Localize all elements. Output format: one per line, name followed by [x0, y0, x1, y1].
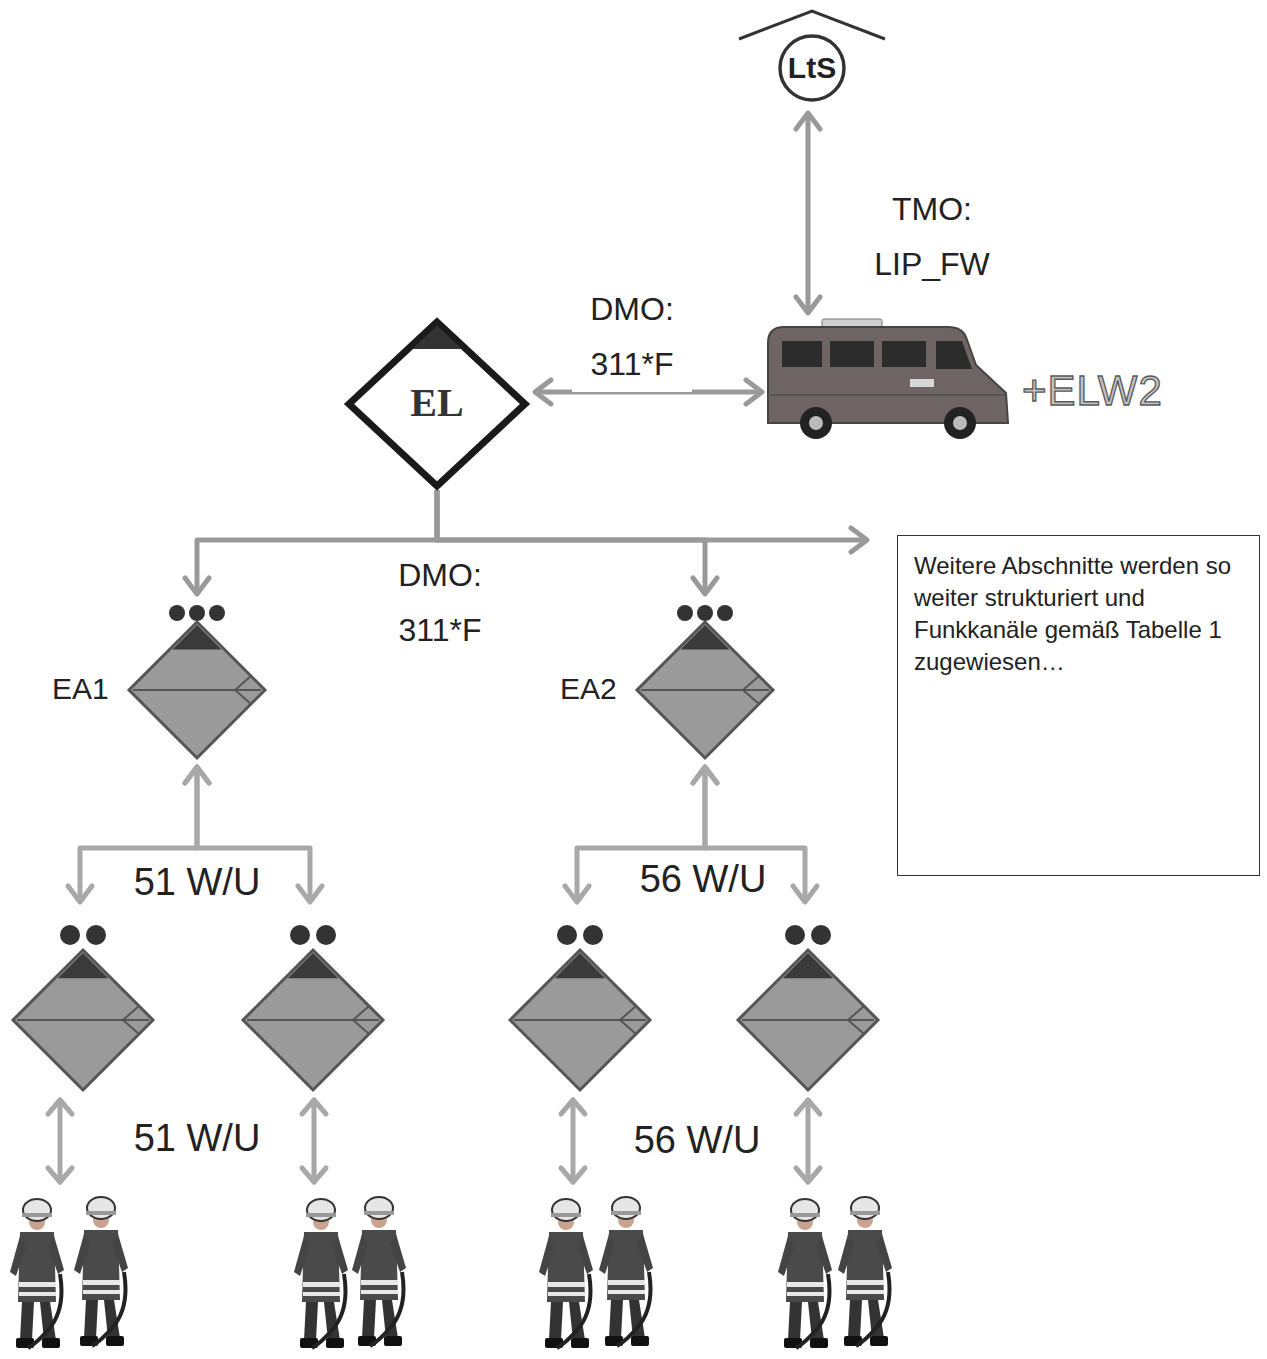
arrowhead [565, 886, 589, 902]
arrowhead [796, 113, 820, 129]
note-text: Weitere Abschnitte werden so weiter stru… [914, 550, 1243, 678]
node-label: EL [343, 380, 531, 426]
connector [437, 490, 867, 552]
squad-diamond [505, 920, 655, 1092]
control-center-circle: LtS [737, 5, 887, 105]
channel-label: 56 W/U [622, 1118, 772, 1162]
edge-label: DMO: 311*F [380, 548, 500, 658]
squad-diamond [733, 920, 883, 1092]
section-diamond: EA1 [50, 600, 270, 765]
node-label: +ELW2 [1022, 367, 1220, 415]
arrowhead [796, 297, 820, 313]
firefighter-figures [10, 1197, 892, 1348]
arrowhead [793, 886, 817, 902]
command-diamond: EL [343, 316, 531, 492]
connector [796, 113, 820, 313]
arrowhead [535, 380, 551, 404]
arrowhead [693, 767, 717, 783]
link-arrows [48, 1100, 820, 1182]
command-vehicle: +ELW2 [760, 315, 1222, 445]
arrowhead [185, 578, 209, 594]
node-label: LtS [737, 51, 887, 85]
edge-label: DMO: 311*F [572, 282, 692, 392]
channel-label: 51 W/U [122, 1116, 272, 1160]
arrowhead [851, 528, 867, 552]
arrowhead [185, 767, 209, 783]
node-label: EA1 [52, 672, 128, 706]
connector-line [437, 490, 867, 540]
connector-line [806, 113, 811, 313]
node-label: EA2 [560, 672, 636, 706]
squad-diamond-shape [505, 920, 655, 1092]
note-box: Weitere Abschnitte werden so weiter stru… [897, 535, 1260, 876]
arrowhead [68, 886, 92, 902]
squad-diamond-shape [8, 920, 158, 1092]
arrowhead [693, 578, 717, 594]
edge-label: TMO: LIP_FW [857, 182, 1007, 292]
squad-diamond-shape [733, 920, 883, 1092]
section-diamond: EA2 [558, 600, 778, 765]
arrowhead [298, 886, 322, 902]
squad-diamond [8, 920, 158, 1092]
squad-diamond [238, 920, 388, 1092]
edge-label: 51 W/U [122, 860, 272, 904]
edge-label: 56 W/U [628, 857, 778, 901]
arrowhead [746, 380, 762, 404]
squad-diamond-shape [238, 920, 388, 1092]
